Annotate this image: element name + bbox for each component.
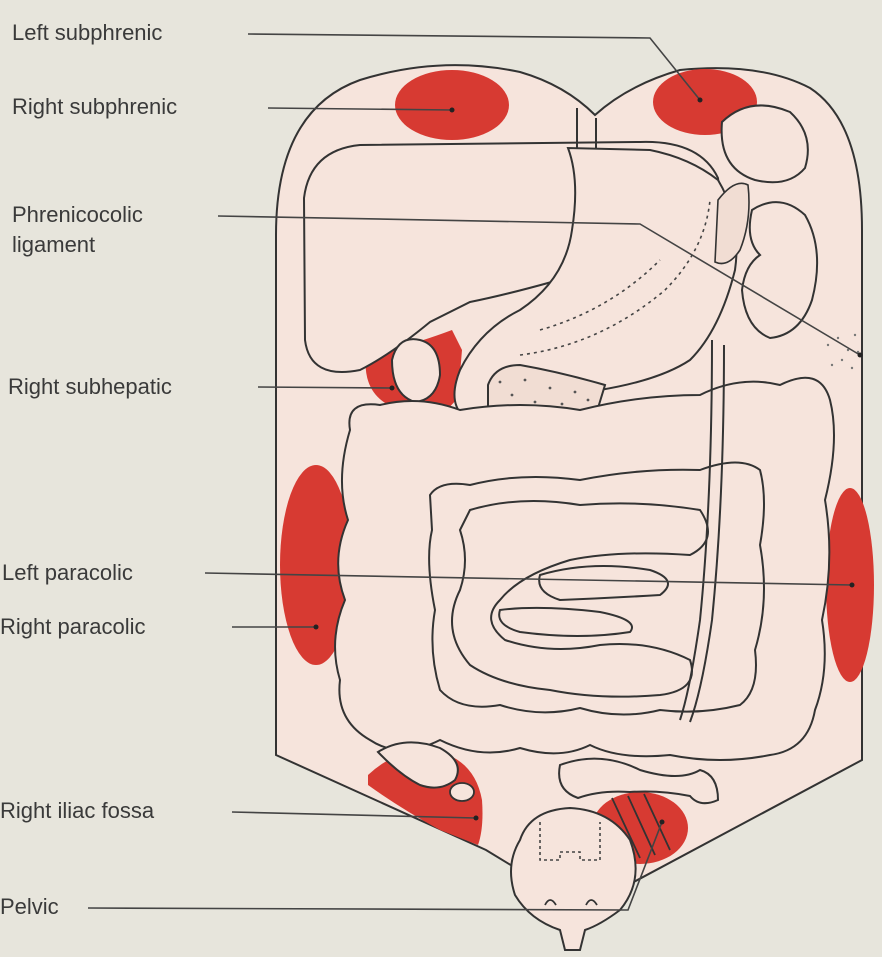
label-right-subphrenic: Right subphrenic <box>12 94 177 120</box>
label-phrenicocolic-line1: Phrenicocolic <box>12 202 143 228</box>
leader-right-subhepatic <box>258 387 392 388</box>
right-subphrenic-space <box>395 70 509 140</box>
label-right-subhepatic: Right subhepatic <box>8 374 172 400</box>
bladder <box>511 808 636 950</box>
label-left-paracolic: Left paracolic <box>2 560 133 586</box>
label-left-subphrenic: Left subphrenic <box>12 20 162 46</box>
label-right-paracolic: Right paracolic <box>0 614 146 640</box>
label-pelvic: Pelvic <box>0 894 59 920</box>
appendix-loop <box>450 783 474 801</box>
label-phrenicocolic-line2: ligament <box>12 232 95 258</box>
label-right-iliac-fossa: Right iliac fossa <box>0 798 154 824</box>
small-intestine-loop-2 <box>539 566 668 600</box>
